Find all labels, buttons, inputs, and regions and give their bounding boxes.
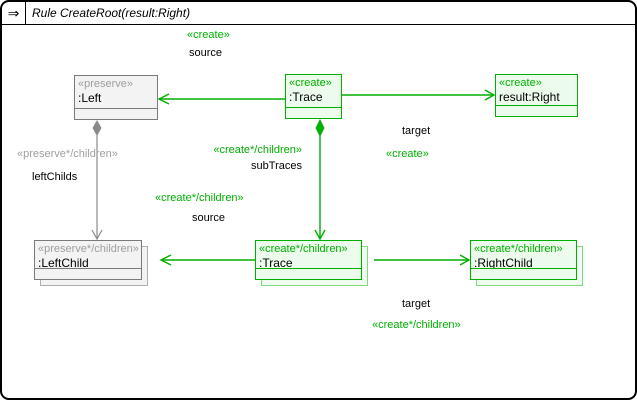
edge-source-bottom-label[interactable]: source bbox=[192, 212, 226, 224]
edge-source-top-label[interactable]: source bbox=[189, 47, 223, 59]
node-left-name: :Left bbox=[78, 91, 102, 105]
edge-source-bottom[interactable] bbox=[159, 254, 255, 266]
edge-sub-traces-stereotype[interactable]: «create*/children» bbox=[213, 144, 302, 156]
edge-target-top[interactable] bbox=[342, 89, 496, 101]
node-trace-top-name: :Trace bbox=[289, 90, 323, 104]
edge-source-bottom-stereotype[interactable]: «create*/children» bbox=[155, 192, 244, 204]
edge-target-top-stereotype[interactable]: «create» bbox=[386, 148, 429, 160]
node-trace-top[interactable]: «create» :Trace bbox=[285, 74, 342, 119]
node-left-child[interactable]: «preserve*/children» :LeftChild bbox=[34, 240, 148, 286]
node-left-child-stereotype: «preserve*/children» bbox=[38, 243, 139, 255]
node-trace-bottom-stereotype: «create*/children» bbox=[259, 243, 348, 255]
node-trace-bottom[interactable]: «create*/children» :Trace bbox=[255, 240, 368, 286]
node-result-right-name: result:Right bbox=[499, 90, 560, 104]
node-trace-bottom-name: :Trace bbox=[259, 256, 293, 268]
node-left[interactable]: «preserve» :Left bbox=[74, 75, 158, 120]
node-trace-top-stereotype: «create» bbox=[289, 77, 332, 89]
node-trace-top-compartment bbox=[286, 107, 341, 118]
node-left-child-compartment bbox=[35, 268, 141, 279]
edge-target-top-label[interactable]: target bbox=[402, 125, 431, 137]
node-result-right[interactable]: «create» result:Right bbox=[495, 74, 578, 117]
edge-target-bottom[interactable] bbox=[374, 254, 471, 266]
node-left-child-name: :LeftChild bbox=[38, 256, 89, 268]
node-result-right-stereotype: «create» bbox=[499, 77, 542, 89]
edge-target-bottom-stereotype[interactable]: «create*/children» bbox=[372, 319, 461, 331]
node-right-child-stereotype: «create*/children» bbox=[474, 243, 563, 255]
node-trace-bottom-compartment bbox=[256, 268, 361, 279]
rule-arrow-icon: ⇒ bbox=[2, 2, 26, 24]
edges-layer bbox=[91, 89, 496, 266]
node-right-child-name: :RightChild bbox=[474, 256, 533, 268]
edge-sub-traces-label[interactable]: subTraces bbox=[251, 160, 302, 172]
rule-title: Rule CreateRoot(result:Right) bbox=[32, 6, 191, 20]
edge-left-childs-stereotype[interactable]: «preserve*/children» bbox=[17, 148, 118, 160]
rule-title-bar: ⇒ Rule CreateRoot(result:Right) bbox=[2, 2, 635, 25]
edge-source-top-stereotype[interactable]: «create» bbox=[187, 29, 230, 41]
node-right-child[interactable]: «create*/children» :RightChild bbox=[470, 240, 583, 286]
edge-left-childs[interactable] bbox=[91, 120, 103, 241]
node-right-child-compartment bbox=[471, 268, 576, 279]
edge-left-childs-label[interactable]: leftChilds bbox=[32, 171, 78, 183]
edge-target-bottom-label[interactable]: target bbox=[402, 298, 431, 310]
node-result-right-compartment bbox=[496, 105, 577, 116]
double-arrow-icon: ⇒ bbox=[7, 4, 20, 21]
edge-sub-traces[interactable] bbox=[314, 119, 326, 241]
node-left-compartment bbox=[75, 108, 157, 119]
node-left-stereotype: «preserve» bbox=[78, 78, 134, 90]
diagram-canvas[interactable]: «preserve» :Left «create» :Trace «create… bbox=[2, 25, 635, 398]
edge-source-top[interactable] bbox=[157, 93, 285, 105]
